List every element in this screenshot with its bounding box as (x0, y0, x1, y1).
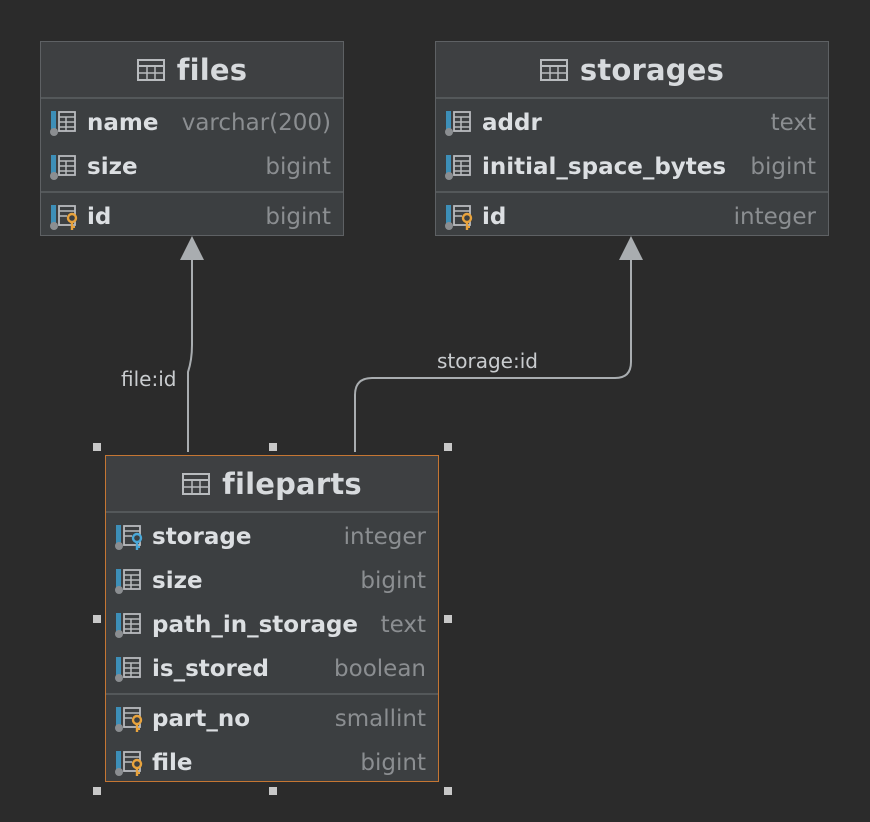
key-row[interactable]: file bigint (106, 741, 438, 785)
keys-section: id integer (436, 191, 828, 241)
column-name: size (152, 568, 203, 594)
column-name: is_stored (152, 656, 269, 682)
column-type: text (380, 612, 426, 638)
resize-handle-bottom-right[interactable] (444, 787, 452, 795)
table-header: files (41, 42, 343, 99)
column-type: smallint (334, 706, 426, 732)
relation-storage-id[interactable]: storage:id (354, 236, 643, 452)
column-name: initial_space_bytes (482, 154, 727, 180)
keys-section: id bigint (41, 191, 343, 241)
arrowhead-icon (180, 236, 204, 260)
resize-handle-bottom[interactable] (269, 787, 277, 795)
column-row[interactable]: addr text (436, 101, 828, 145)
relation-label: file:id (121, 367, 176, 391)
column-row[interactable]: size bigint (41, 145, 343, 189)
primary-key-icon (50, 205, 78, 230)
column-name: file (152, 750, 193, 776)
key-row[interactable]: id bigint (41, 195, 343, 239)
table-icon (136, 58, 165, 81)
column-type: bigint (265, 154, 331, 180)
columns-section: addr text initial_space_bytes bigint (436, 99, 828, 191)
column-name: storage (152, 524, 252, 550)
table-files[interactable]: files name varchar(200) (40, 41, 344, 236)
key-row[interactable]: part_no smallint (106, 697, 438, 741)
primary-key-icon (115, 707, 143, 732)
column-icon (115, 569, 141, 594)
table-header: storages (436, 42, 828, 99)
resize-handle-top-right[interactable] (444, 443, 452, 451)
column-name: name (87, 110, 159, 136)
column-name: id (482, 204, 507, 230)
resize-handle-left[interactable] (93, 615, 101, 623)
table-title: storages (579, 52, 725, 87)
column-icon (115, 613, 141, 638)
key-row[interactable]: id integer (436, 195, 828, 239)
table-storages[interactable]: storages addr text (435, 41, 829, 236)
primary-key-icon (445, 205, 473, 230)
table-icon (182, 472, 211, 495)
arrowhead-icon (619, 236, 643, 260)
resize-handle-top[interactable] (269, 443, 277, 451)
table-icon (539, 58, 568, 81)
column-name: part_no (152, 706, 250, 732)
column-name: size (87, 154, 138, 180)
table-title: fileparts (222, 466, 362, 501)
column-type: bigint (360, 750, 426, 776)
resize-handle-top-left[interactable] (93, 443, 101, 451)
columns-section: storage integer size bigint (106, 513, 438, 693)
column-icon (115, 657, 141, 682)
column-name: addr (482, 110, 542, 136)
table-title: files (176, 52, 248, 87)
column-row[interactable]: storage integer (106, 515, 438, 559)
keys-section: part_no smallint file bigint (106, 693, 438, 787)
foreign-key-icon (115, 525, 143, 550)
column-icon (445, 155, 471, 180)
column-row[interactable]: name varchar(200) (41, 101, 343, 145)
column-type: bigint (265, 204, 331, 230)
column-icon (445, 111, 471, 136)
relation-label: storage:id (437, 349, 538, 373)
column-type: varchar(200) (181, 110, 331, 136)
column-type: bigint (750, 154, 816, 180)
column-type: boolean (334, 656, 426, 682)
column-icon (50, 111, 76, 136)
column-name: path_in_storage (152, 612, 359, 638)
resize-handle-right[interactable] (444, 615, 452, 623)
columns-section: name varchar(200) size bigint (41, 99, 343, 191)
primary-key-icon (115, 751, 143, 776)
column-type: integer (343, 524, 426, 550)
column-name: id (87, 204, 112, 230)
column-icon (50, 155, 76, 180)
column-type: integer (733, 204, 816, 230)
column-row[interactable]: size bigint (106, 559, 438, 603)
relation-file-id[interactable]: file:id (121, 236, 204, 452)
resize-handle-bottom-left[interactable] (93, 787, 101, 795)
table-fileparts[interactable]: fileparts storage integer (105, 455, 439, 782)
column-type: bigint (360, 568, 426, 594)
column-type: text (770, 110, 816, 136)
column-row[interactable]: initial_space_bytes bigint (436, 145, 828, 189)
table-header: fileparts (106, 456, 438, 513)
column-row[interactable]: path_in_storage text (106, 603, 438, 647)
column-row[interactable]: is_stored boolean (106, 647, 438, 691)
